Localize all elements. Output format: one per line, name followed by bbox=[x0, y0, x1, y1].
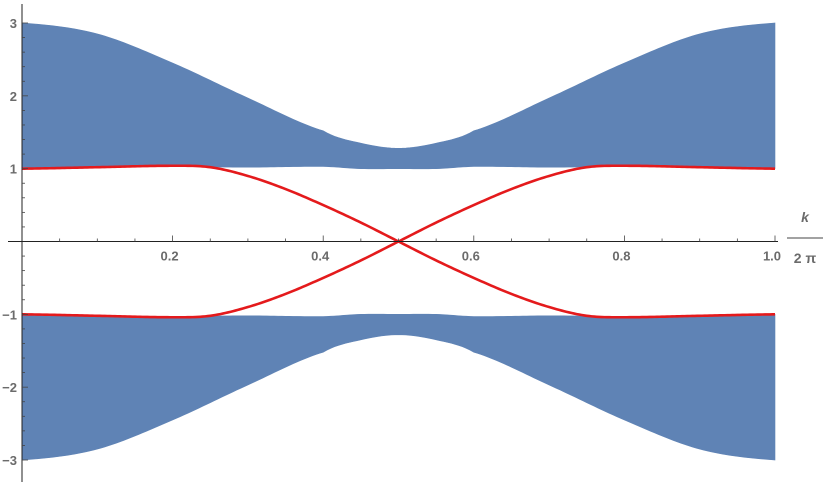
x-tick-label: 1.0 bbox=[763, 249, 781, 264]
x-tick-label: 0.2 bbox=[161, 249, 179, 264]
y-tick-label: −1 bbox=[2, 307, 17, 322]
x-axis-label: k 2 π bbox=[787, 209, 823, 266]
x-axis-ticks: 0.2 0.4 0.6 0.8 1.0 bbox=[59, 235, 781, 264]
lower-bulk-band bbox=[21, 313, 776, 461]
x-tick-label: 0.8 bbox=[612, 249, 630, 264]
x-axis-label-numerator: k bbox=[801, 209, 810, 225]
axes bbox=[8, 4, 778, 482]
upper-bulk-band bbox=[21, 22, 776, 170]
y-tick-label: 1 bbox=[10, 162, 17, 177]
y-tick-label: 2 bbox=[10, 89, 17, 104]
x-tick-label: 0.6 bbox=[462, 249, 480, 264]
y-tick-label: 3 bbox=[10, 16, 17, 31]
y-tick-label: −3 bbox=[2, 453, 17, 468]
y-tick-label: −2 bbox=[2, 380, 17, 395]
y-axis-ticks: −3 −2 −1 1 2 3 bbox=[2, 16, 28, 468]
x-axis-label-denominator: 2 π bbox=[794, 250, 817, 266]
x-tick-label: 0.4 bbox=[311, 249, 330, 264]
